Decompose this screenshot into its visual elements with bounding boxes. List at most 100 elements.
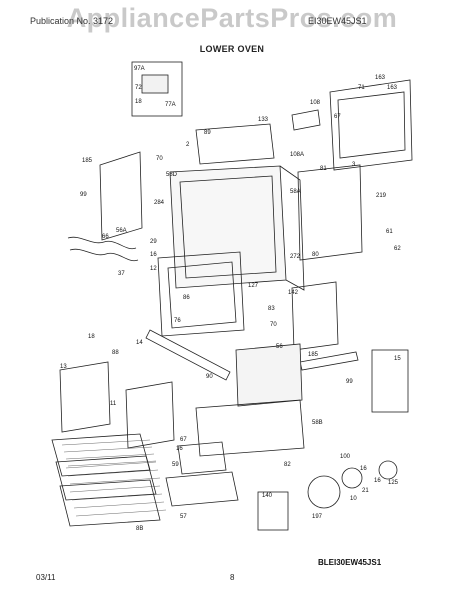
callout-57: 57 <box>180 514 187 520</box>
callout-88: 88 <box>112 350 119 356</box>
convection-fan-blade <box>341 467 363 489</box>
callout-80: 80 <box>312 252 319 258</box>
bracket-108 <box>291 109 321 131</box>
callout-21: 21 <box>362 488 369 494</box>
callout-100: 100 <box>340 454 351 460</box>
callout-108a: 108A <box>290 152 304 158</box>
callout-133: 133 <box>258 117 269 123</box>
callout-99-b: 99 <box>346 379 353 385</box>
callout-197: 197 <box>312 514 323 520</box>
bottom-tray <box>195 399 305 457</box>
bake-element-2 <box>69 248 139 262</box>
callout-89: 89 <box>204 130 211 136</box>
callout-83: 83 <box>268 306 275 312</box>
diagram-code: BLEI30EW45JS1 <box>318 558 382 567</box>
broil-element <box>177 441 227 475</box>
oven-rack-2 <box>55 455 157 501</box>
callout-11: 11 <box>110 401 117 407</box>
callout-185: 185 <box>82 158 93 164</box>
callout-219: 219 <box>376 193 387 199</box>
callout-10: 10 <box>350 496 357 502</box>
watermark: AppliancePartsPros.com <box>66 3 398 33</box>
inset-box-15 <box>371 349 409 413</box>
footer-page-number: 8 <box>230 573 235 582</box>
callout-3: 3 <box>352 162 356 168</box>
callout-37: 37 <box>118 271 125 277</box>
inset-box-97a <box>131 61 183 117</box>
callout-71: 71 <box>358 85 365 91</box>
oven-rack-3 <box>59 479 161 527</box>
page-title: LOWER OVEN <box>199 44 265 54</box>
callout-108: 108 <box>310 100 321 106</box>
oven-cavity-inner <box>179 175 277 279</box>
callout-15: 15 <box>394 356 401 362</box>
callout-59: 59 <box>172 462 179 468</box>
trim-bar-99 <box>299 351 359 371</box>
callout-81: 81 <box>320 166 327 172</box>
convection-motor <box>378 460 398 480</box>
callout-82: 82 <box>284 462 291 468</box>
inset-box-140 <box>257 491 289 531</box>
rack-guide-right <box>125 381 175 449</box>
side-panel-left <box>99 151 143 241</box>
callout-29: 29 <box>150 239 157 245</box>
bake-element <box>67 236 137 250</box>
callout-13: 13 <box>60 364 67 370</box>
rack-guide-left <box>59 361 111 433</box>
callout-56: 56 <box>276 344 283 350</box>
publication-number: Publication No. 3172 <box>30 16 114 26</box>
callout-67: 67 <box>334 114 341 120</box>
callout-16: 16 <box>150 252 157 258</box>
callout-16-b: 16 <box>176 446 183 452</box>
callout-142: 142 <box>288 290 299 296</box>
door-frame-inner <box>167 261 237 329</box>
footer-date: 03/11 <box>36 573 56 582</box>
callout-163-b: 163 <box>387 85 398 91</box>
top-frame <box>195 123 275 165</box>
callout-127: 127 <box>248 283 259 289</box>
bottom-panel <box>235 343 303 407</box>
callout-61: 61 <box>386 229 393 235</box>
side-panel-142 <box>291 281 339 351</box>
callout-272: 272 <box>290 254 301 260</box>
callout-14: 14 <box>136 340 143 346</box>
door-frame <box>157 251 245 337</box>
side-panel-right <box>297 164 363 261</box>
callout-90: 90 <box>206 374 213 380</box>
callout-77a: 77A <box>165 102 176 108</box>
callout-86: 86 <box>183 295 190 301</box>
control-board <box>141 74 169 94</box>
callout-56a: 56A <box>116 228 127 234</box>
callout-16-c: 16 <box>360 466 367 472</box>
callout-12: 12 <box>150 266 157 272</box>
callout-67-b: 67 <box>180 437 187 443</box>
callout-99: 99 <box>80 192 87 198</box>
callout-8b: 8B <box>136 526 143 532</box>
convection-fan-housing <box>307 475 341 509</box>
callout-70: 70 <box>156 156 163 162</box>
callout-125: 125 <box>388 480 399 486</box>
callout-140: 140 <box>262 493 273 499</box>
oven-cavity-side <box>279 165 305 291</box>
callout-163-a: 163 <box>375 75 386 81</box>
trim-bar-90 <box>145 329 231 381</box>
back-panel-upper <box>329 79 413 171</box>
callout-185-b: 185 <box>308 352 319 358</box>
callout-284: 284 <box>154 200 165 206</box>
callout-18: 18 <box>135 99 142 105</box>
callout-18-b: 18 <box>88 334 95 340</box>
callout-72: 72 <box>135 85 142 91</box>
callout-2: 2 <box>186 142 190 148</box>
callout-16-d: 16 <box>374 478 381 484</box>
callout-58a: 58A <box>290 189 301 195</box>
callout-labels: 97A 72 18 77A 71 163 163 133 108 67 89 2… <box>60 66 401 532</box>
callout-66: 66 <box>102 234 109 240</box>
back-panel-inner <box>337 91 406 159</box>
callout-62: 62 <box>394 246 401 252</box>
oven-cavity <box>169 165 287 289</box>
model-number: EI30EW45JS1 <box>308 16 367 26</box>
callout-97a: 97A <box>134 66 145 72</box>
callout-76: 76 <box>174 318 181 324</box>
callout-58d: 58D <box>166 172 178 178</box>
